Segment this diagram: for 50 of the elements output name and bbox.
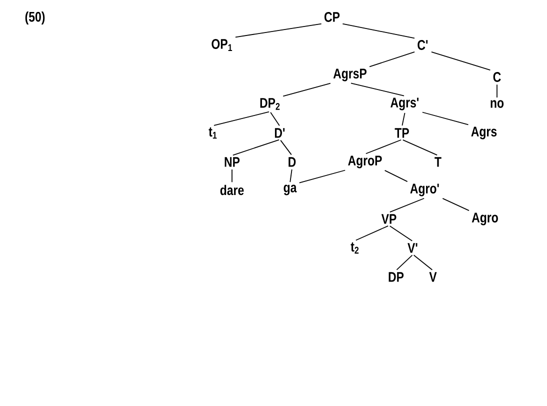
tree-node-label: no <box>490 100 504 108</box>
branch-line <box>232 139 280 156</box>
branch-line <box>355 225 389 241</box>
tree-node-label: DP <box>388 272 404 282</box>
tree-node-label: t$_{1}$ <box>208 127 217 139</box>
branch-line <box>214 111 270 126</box>
branch-line <box>384 170 408 182</box>
tree-node-label: D <box>288 157 296 167</box>
tree-node-label: Agrs' <box>390 98 419 110</box>
branch-line <box>280 140 292 156</box>
branch-line <box>270 112 280 126</box>
tree-node-label: V <box>429 272 437 282</box>
tree-node-label: AgroP <box>348 156 382 168</box>
tree-node-label: VP <box>381 214 396 224</box>
branch-line <box>431 51 491 70</box>
tree-node-label: NP <box>224 157 240 167</box>
branch-line <box>290 169 292 182</box>
branch-line <box>422 112 469 126</box>
branch-line <box>282 82 331 97</box>
tree-node-label: OP$_{1}$ <box>212 39 232 51</box>
branch-line <box>413 254 433 270</box>
tree-node-label: C' <box>418 40 428 50</box>
tree-node-label: C <box>493 72 501 82</box>
branch-line <box>442 198 470 212</box>
tree-node-label: Agrs <box>471 126 497 140</box>
tree-node-label: D' <box>274 128 285 138</box>
tree-node-label: DP$_{2}$ <box>260 98 280 110</box>
tree-node-label: T <box>434 157 442 167</box>
branch-line <box>389 198 425 213</box>
tree-node-label: ga <box>284 184 297 196</box>
tree-node-label: V' <box>408 243 418 253</box>
branch-line <box>389 226 413 242</box>
branch-line <box>369 52 415 68</box>
branch-line <box>496 84 498 98</box>
branch-line <box>350 82 404 96</box>
branch-line <box>402 139 438 156</box>
branch-line <box>235 23 322 38</box>
branch-line <box>298 170 346 184</box>
branch-line <box>402 112 406 126</box>
tree-node-label: dare <box>220 184 244 196</box>
branch-line <box>396 254 413 270</box>
example-number: (50) <box>25 11 45 24</box>
tree-node-label: TP <box>394 128 409 138</box>
tree-node-label: Agro' <box>410 184 439 196</box>
branch-line <box>365 139 402 154</box>
tree-node-label: t$_{2}$ <box>350 242 359 254</box>
tree-node-label: AgrsP <box>333 68 366 82</box>
tree-node-label: Agro <box>472 212 498 226</box>
branch-line <box>342 23 415 39</box>
tree-node-label: CP <box>324 12 340 22</box>
